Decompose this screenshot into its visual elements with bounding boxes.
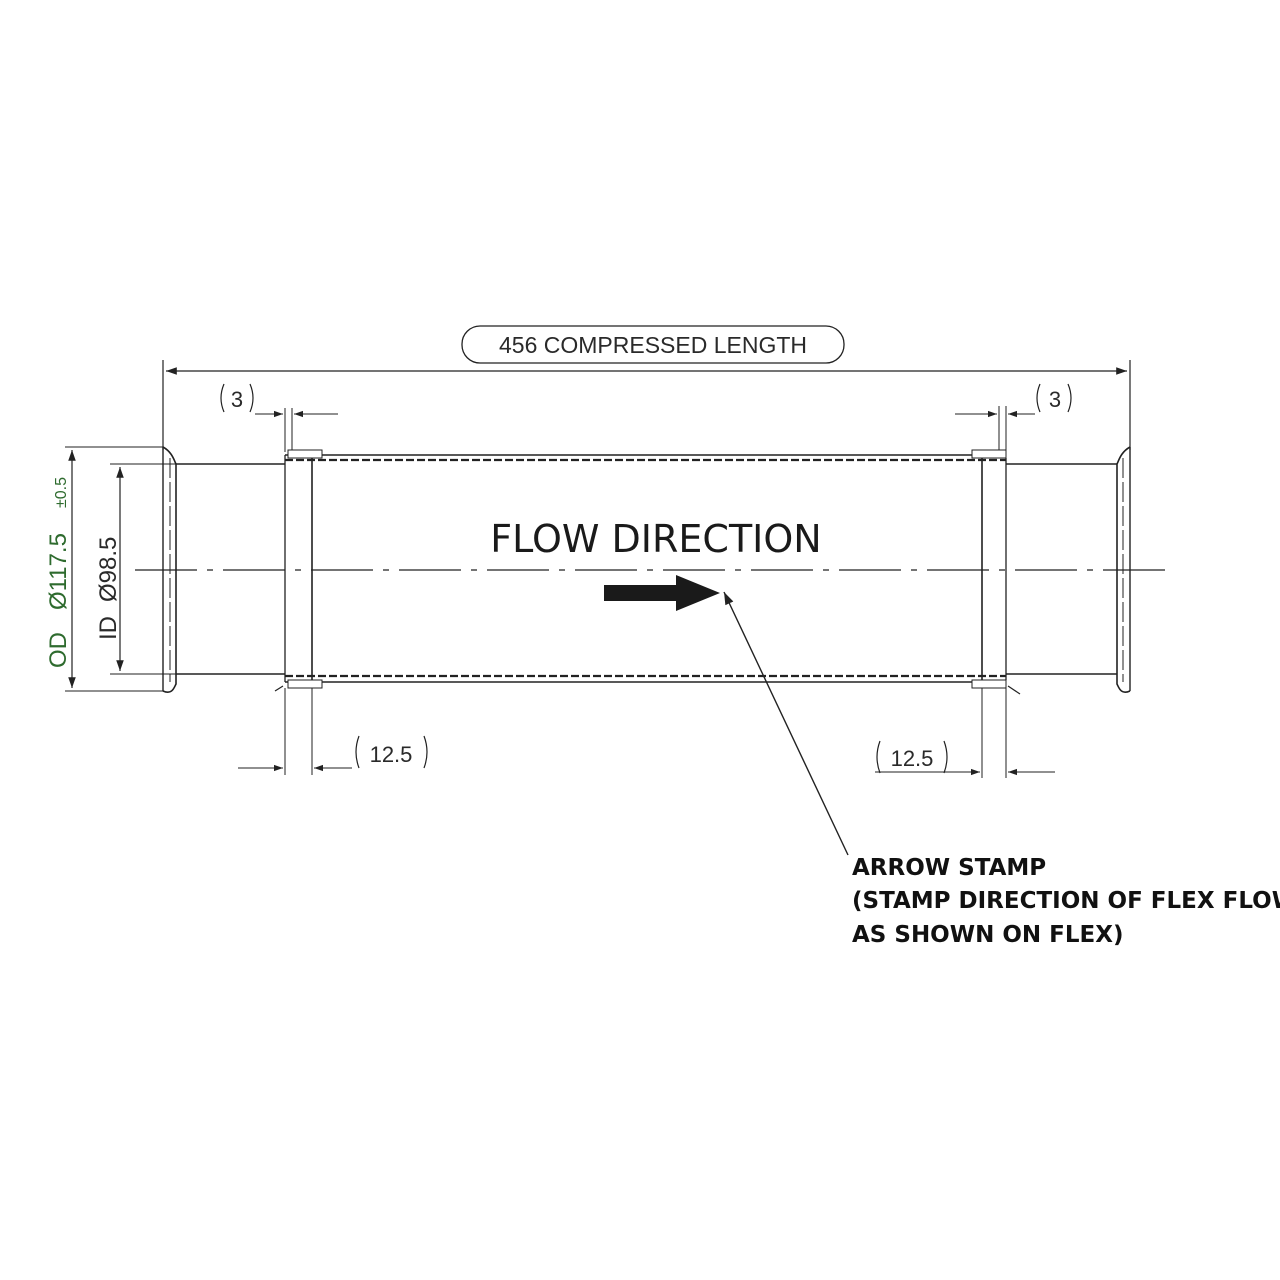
flow-arrow-icon <box>604 575 720 611</box>
insert-dimension-right: 12.5 <box>875 688 1055 778</box>
length-dimension: 456 COMPRESSED LENGTH <box>162 325 1131 450</box>
insert-left-label: 12.5 <box>370 742 413 767</box>
note-leader-line <box>723 591 849 856</box>
flow-direction-label: FLOW DIRECTION <box>490 517 821 561</box>
id-dimension: ID Ø98.5 <box>95 463 176 675</box>
length-label-box <box>461 325 845 364</box>
od-tolerance: ±0.5 <box>53 477 70 508</box>
od-dimension: OD Ø117.5 ±0.5 <box>45 446 163 692</box>
length-label: 456 COMPRESSED LENGTH <box>499 332 807 358</box>
gap-right-label: 3 <box>1049 387 1061 412</box>
gap-left-label: 3 <box>231 387 243 412</box>
arrow-stamp-note: ARROW STAMP (STAMP DIRECTION OF FLEX FLO… <box>852 855 1280 948</box>
id-value: Ø98.5 <box>95 537 122 602</box>
note-line-2: (STAMP DIRECTION OF FLEX FLOW <box>852 888 1280 914</box>
insert-right-label: 12.5 <box>891 746 934 771</box>
id-label: ID <box>95 616 122 640</box>
note-line-1: ARROW STAMP <box>852 855 1046 881</box>
note-line-3: AS SHOWN ON FLEX) <box>852 922 1124 948</box>
od-value: Ø117.5 <box>45 533 72 610</box>
gap-dimension-left: 3 <box>220 383 338 452</box>
od-label: OD <box>45 632 72 668</box>
insert-dimension-left: 12.5 <box>238 688 428 775</box>
gap-dimension-right: 3 <box>955 383 1072 452</box>
flex-pipe <box>162 446 1131 695</box>
